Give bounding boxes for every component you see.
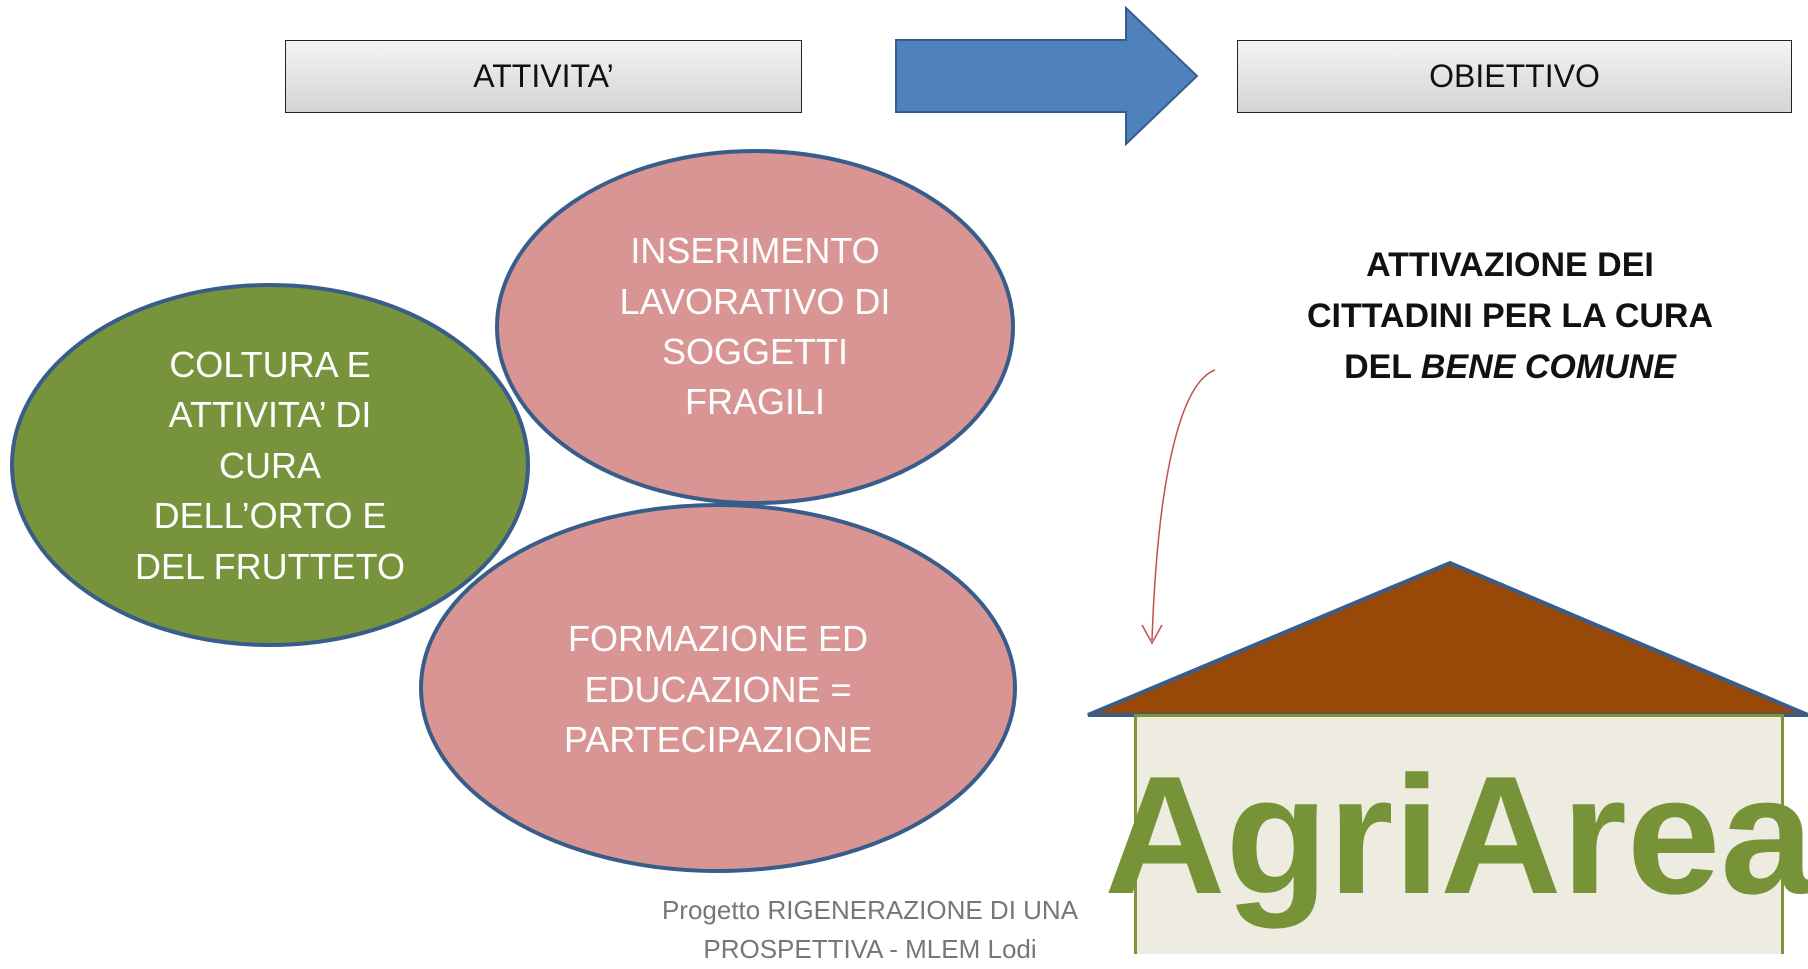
connector-curve: [1151, 369, 1216, 641]
house-roof: [1087, 560, 1808, 717]
activities-header-label: ATTIVITA’: [473, 58, 614, 94]
objective-text: ATTIVAZIONE DEI CITTADINI PER LA CURA DE…: [1290, 240, 1730, 393]
footer-text: Progetto RIGENERAZIONE DI UNA PROSPETTIV…: [661, 895, 1079, 964]
objective-text-main: ATTIVAZIONE DEI CITTADINI PER LA CURA DE…: [1306, 246, 1714, 386]
formazione-label: FORMAZIONE ED EDUCAZIONE = PARTECIPAZION…: [563, 618, 873, 761]
agriarea-wall: AgriArea: [1104, 714, 1808, 954]
connector-arrowhead: [1141, 624, 1163, 645]
inserimento-ellipse: [495, 149, 1015, 505]
objective-text-emphasis: BENE COMUNE: [1420, 348, 1676, 386]
agriarea-logo-text: AgriArea: [1104, 741, 1808, 929]
objective-header-label: OBIETTIVO: [1429, 58, 1600, 94]
flow-arrow: [895, 5, 1199, 147]
activities-header-box: ATTIVITA’: [285, 40, 802, 113]
coltura-label: COLTURA E ATTIVITA’ DI CURA DELL’ORTO E …: [134, 344, 406, 587]
formazione-ellipse: [419, 503, 1017, 873]
objective-header-box: OBIETTIVO: [1237, 40, 1792, 113]
inserimento-label: INSERIMENTO LAVORATIVO DI SOGGETTI FRAGI…: [619, 230, 891, 423]
coltura-ellipse: [10, 283, 530, 647]
